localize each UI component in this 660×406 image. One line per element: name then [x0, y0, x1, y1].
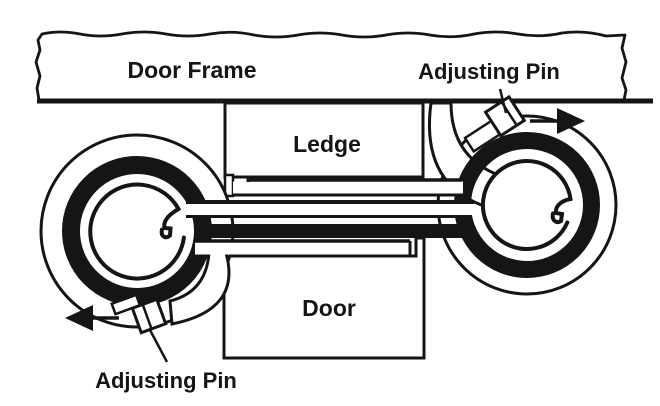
- adjusting-pin-icon-right: [483, 94, 527, 138]
- ledge-lip-strip: [233, 176, 463, 197]
- right-roller: [428, 101, 618, 296]
- door-label: Door: [302, 295, 356, 321]
- connecting-bar-black: [197, 224, 465, 238]
- door-lip-strip: [195, 239, 412, 255]
- adjusting-pin-icon-left: [130, 297, 168, 335]
- leader-line-top-pin: [498, 88, 508, 114]
- right-roller-spring-hook: [480, 159, 573, 251]
- leader-line-bottom-pin: [148, 329, 169, 363]
- door-frame: [34, 30, 628, 102]
- ledge-box: [223, 101, 425, 179]
- arrow-left-icon: [65, 305, 119, 331]
- door-frame-label: Door Frame: [127, 57, 256, 83]
- arrow-right-icon: [530, 108, 585, 134]
- left-roller-hub: [90, 184, 184, 278]
- left-roller-tail-band: [168, 251, 231, 326]
- adjusting-pin-bottom-label: Adjusting Pin: [95, 368, 237, 393]
- right-roller-hub: [483, 161, 571, 249]
- adjusting-pin-top-label: Adjusting Pin: [418, 59, 560, 84]
- left-pin-base-plate: [110, 293, 142, 316]
- left-roller-spring-hook: [88, 182, 186, 281]
- upper-arm: [186, 200, 474, 218]
- ledge-label: Ledge: [293, 131, 361, 157]
